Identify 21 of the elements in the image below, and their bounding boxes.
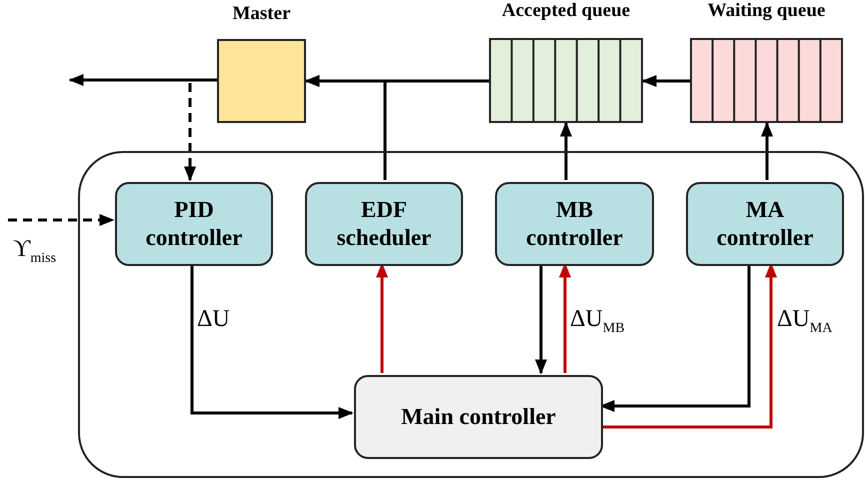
arrow (8, 214, 114, 226)
arrow (184, 78, 217, 182)
node-label: MB controller (525, 196, 624, 252)
arrow (761, 122, 773, 180)
process-box (305, 182, 463, 266)
process-box (686, 182, 844, 266)
process-box (115, 182, 273, 266)
arrow (560, 122, 572, 180)
arrow (642, 75, 690, 87)
node-label: PID controller (144, 196, 244, 252)
container-panel (78, 151, 864, 478)
heading: Master (231, 3, 292, 25)
arrow (535, 264, 547, 374)
heading: Waiting queue (706, 0, 826, 22)
arrow (190, 264, 354, 419)
node-label: Main controller (401, 403, 556, 431)
node-label: EDF scheduler (336, 196, 432, 252)
node-label: MA controller (716, 196, 814, 252)
heading: Accepted queue (500, 0, 632, 22)
process-box (495, 182, 654, 266)
process-box (354, 375, 603, 459)
